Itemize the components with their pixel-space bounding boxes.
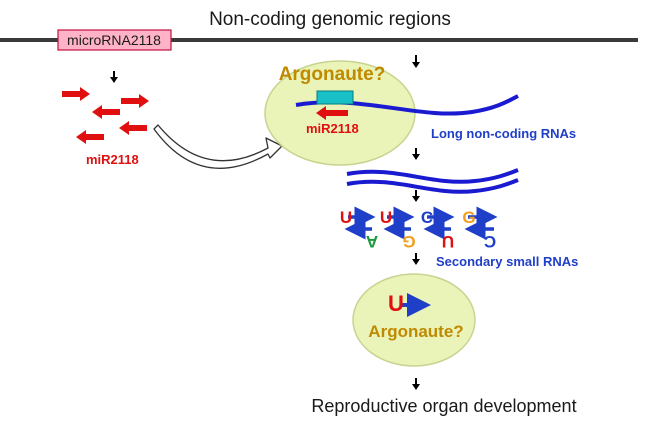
lower-base: A <box>366 232 378 251</box>
bound-mirna-arrow <box>316 106 348 120</box>
lower-base: G <box>402 232 415 251</box>
diagram-title: Non-coding genomic regions <box>209 9 451 30</box>
upper-base: U <box>340 208 352 227</box>
lower-base: U <box>442 232 454 251</box>
argonaute-label-bottom: Argonaute? <box>368 322 463 341</box>
lower-base: C <box>484 232 496 251</box>
argonaute-complex-bottom <box>352 273 476 367</box>
flow-arrow-2 <box>412 148 420 160</box>
mirna-arrows-cluster <box>62 87 149 144</box>
curved-transfer-arrow <box>153 124 283 169</box>
mirna-label: miR2118 <box>86 152 139 167</box>
secondary-srna-label: Secondary small RNAs <box>436 254 578 269</box>
dsrna-strands <box>346 168 519 194</box>
flow-arrow-1 <box>412 55 420 68</box>
argonaute-label-top: Argonaute? <box>279 64 386 85</box>
red-arrow-left <box>76 130 104 144</box>
target-site-box <box>316 90 354 105</box>
flow-arrow-left <box>110 71 118 83</box>
microrna-gene-box <box>57 29 172 51</box>
red-arrow-left <box>92 105 120 119</box>
upper-base: U <box>380 208 392 227</box>
outcome-label: Reproductive organ development <box>311 396 576 416</box>
red-arrow-left <box>119 121 147 135</box>
upper-base: G <box>462 208 475 227</box>
loaded-base: U <box>388 291 404 316</box>
red-arrow-right <box>121 94 149 108</box>
bound-mirna-label: miR2118 <box>306 121 359 136</box>
flow-arrow-3 <box>412 190 420 202</box>
microrna-gene-label: microRNA2118 <box>67 32 161 48</box>
red-arrow-right <box>62 87 90 101</box>
flow-arrow-5 <box>412 378 420 390</box>
lncrna-label: Long non-coding RNAs <box>431 126 576 141</box>
upper-base: C <box>421 208 433 227</box>
flow-arrow-4 <box>412 253 420 265</box>
